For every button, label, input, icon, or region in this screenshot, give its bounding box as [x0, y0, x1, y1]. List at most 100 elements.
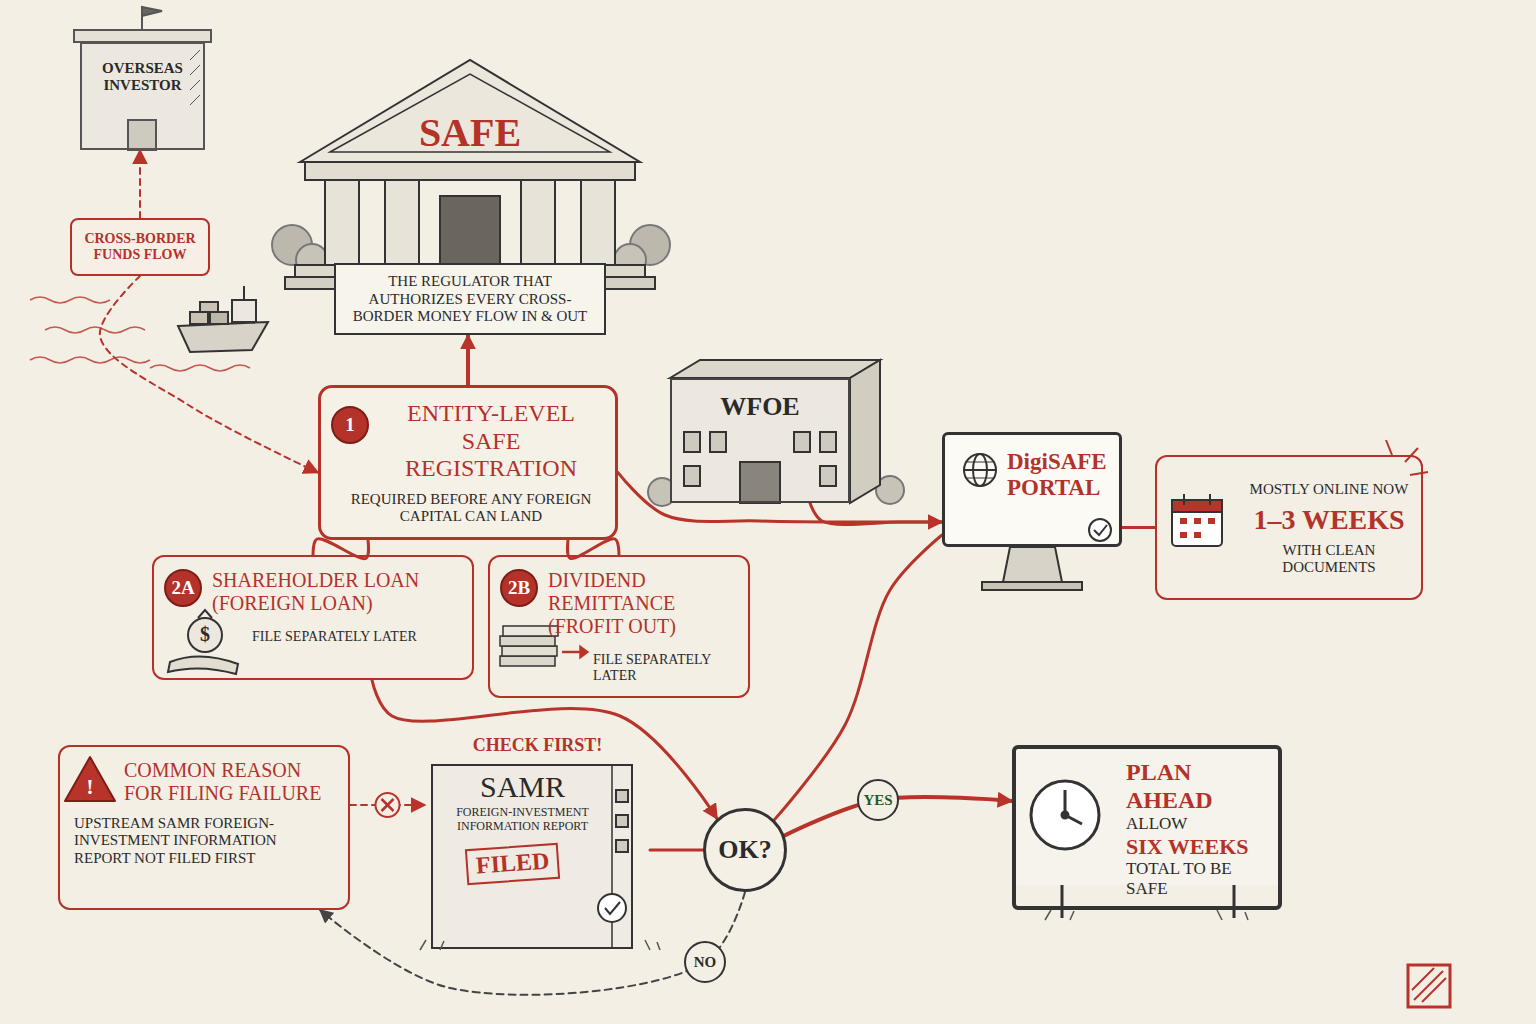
stamp-mark	[1422, 978, 1446, 1002]
callout-number: 2B	[500, 569, 538, 607]
calendar-icon	[1172, 500, 1222, 512]
samr-building	[420, 940, 660, 950]
node-text: SIX WEEKS	[1126, 834, 1270, 859]
node-heading: DIVIDEND REMITTANCE (FROFIT OUT)	[548, 569, 736, 638]
node-text: UPSTREAM SAMR FOREIGN-INVESTMENT INFORMA…	[74, 815, 334, 867]
safe-building	[272, 60, 670, 289]
blocked-symbol	[382, 799, 394, 811]
step-box: SHAREHOLDER LOAN (FOREIGN LOAN)FILE SEPA…	[152, 555, 474, 680]
stamp-mark	[1412, 968, 1434, 990]
samr-building: CHECK FIRST!SAMRFOREIGN-INVESTMENT INFOR…	[425, 735, 650, 950]
calendar-icon	[1172, 500, 1222, 546]
wfoe-building	[670, 378, 850, 503]
investor-building	[74, 6, 211, 150]
flow-label-box: CROSS-BORDER FUNDS FLOW	[70, 218, 210, 276]
node-heading: 2A	[171, 577, 194, 599]
connector-part	[376, 793, 400, 817]
currency-symbol: $	[190, 623, 220, 645]
node-heading: CROSS-BORDER FUNDS FLOW	[78, 231, 202, 263]
sparkle-lines	[1386, 440, 1392, 455]
connector	[100, 276, 318, 473]
cash-icon	[500, 656, 555, 666]
sea-waves	[45, 327, 145, 333]
samr-building	[598, 894, 626, 922]
node-heading: CHECK FIRST!	[473, 735, 603, 756]
safe-building	[305, 162, 635, 180]
node-heading: 1	[345, 414, 355, 436]
warning-icon	[65, 757, 115, 801]
sign-board	[1045, 910, 1248, 920]
callout-number: 2A	[164, 569, 202, 607]
sign-board	[1062, 812, 1068, 818]
monitor-illustration	[942, 432, 1122, 547]
node-heading: PLAN AHEAD	[1126, 759, 1270, 814]
connector	[139, 150, 141, 218]
warning-box: COMMON REASON FOR FILING FAILUREUPSTREAM…	[58, 745, 350, 910]
safe-building	[325, 180, 359, 265]
cash-icon	[500, 636, 555, 646]
calendar-icon	[1183, 494, 1185, 505]
node-text: REQUIRED BEFORE ANY FOREIGN CAPITAL CAN …	[339, 491, 603, 526]
step-box: ENTITY-LEVEL SAFE REGISTRATION REQUIRED B…	[318, 385, 618, 540]
stamp-mark	[1408, 965, 1450, 1007]
cargo-ship	[178, 322, 268, 352]
node-text: WITH CLEAN DOCUMENTS	[1249, 542, 1409, 577]
blocked-symbol	[376, 793, 400, 817]
investor-building	[190, 50, 200, 60]
monitor-illustration	[967, 462, 993, 463]
monitor-illustration	[967, 478, 993, 479]
monitor-illustration	[942, 432, 1122, 590]
samr-building	[616, 790, 628, 802]
safe-building	[521, 180, 555, 265]
cargo-ship	[232, 300, 256, 322]
money-bag-icon	[188, 618, 222, 652]
node-heading: OVERSEAS INVESTOR	[88, 60, 197, 95]
money-bag-icon	[198, 610, 212, 618]
portal-screen: DigiSAFE PORTAL	[942, 432, 1122, 547]
sign-board: PLAN AHEADALLOWSIX WEEKSTOTAL TO BE SAFE	[1012, 745, 1282, 910]
regulator-building: SAFETHE REGULATOR THAT AUTHORIZES EVERY …	[300, 60, 640, 335]
samr-building	[432, 765, 632, 948]
sea-waves	[30, 357, 150, 363]
monitor-illustration	[1003, 547, 1062, 582]
sea-waves	[30, 297, 110, 303]
safe-building	[581, 180, 615, 265]
samr-building	[420, 765, 660, 950]
wfoe-building	[820, 466, 836, 486]
investor-building	[142, 7, 162, 16]
wfoe-building	[850, 360, 880, 503]
node-heading: 2B	[508, 577, 530, 599]
edge-label: NO	[684, 941, 726, 983]
investor-building	[80, 42, 205, 150]
money-bag-icon	[168, 610, 238, 674]
connector	[774, 535, 942, 820]
cash-icon	[562, 651, 582, 654]
sign-board	[1061, 885, 1064, 918]
samr-building	[605, 902, 620, 914]
wfoe-building	[684, 432, 700, 452]
wfoe-building	[740, 462, 780, 503]
cargo-ship	[178, 286, 268, 352]
stamp-mark	[1408, 965, 1450, 1007]
safe-building	[440, 196, 500, 265]
edge-label: YES	[857, 779, 899, 821]
node-heading: WFOE	[720, 392, 799, 422]
node-text: ALLOW	[1126, 814, 1270, 834]
connector	[650, 849, 703, 852]
warning-mark: !	[80, 775, 100, 799]
sign-board	[1031, 781, 1099, 849]
investor-building	[190, 80, 200, 90]
calendar-icon	[1172, 494, 1222, 546]
node-text: 1–3 WEEKS	[1253, 504, 1404, 536]
decision-circle: OK?	[703, 808, 787, 892]
investor-building: OVERSEAS INVESTOR	[80, 42, 205, 150]
investor-building	[190, 95, 200, 105]
timing-box: MOSTLY ONLINE NOW1–3 WEEKSWITH CLEAN DOC…	[1155, 455, 1423, 600]
node-heading: ENTITY-LEVEL SAFE REGISTRATION	[379, 400, 603, 483]
money-bag-icon	[168, 656, 238, 674]
step-box: DIVIDEND REMITTANCE (FROFIT OUT)FILE SEP…	[488, 555, 750, 698]
connector	[466, 335, 470, 385]
wfoe-building	[684, 466, 700, 486]
company-building: WFOE	[670, 378, 850, 503]
